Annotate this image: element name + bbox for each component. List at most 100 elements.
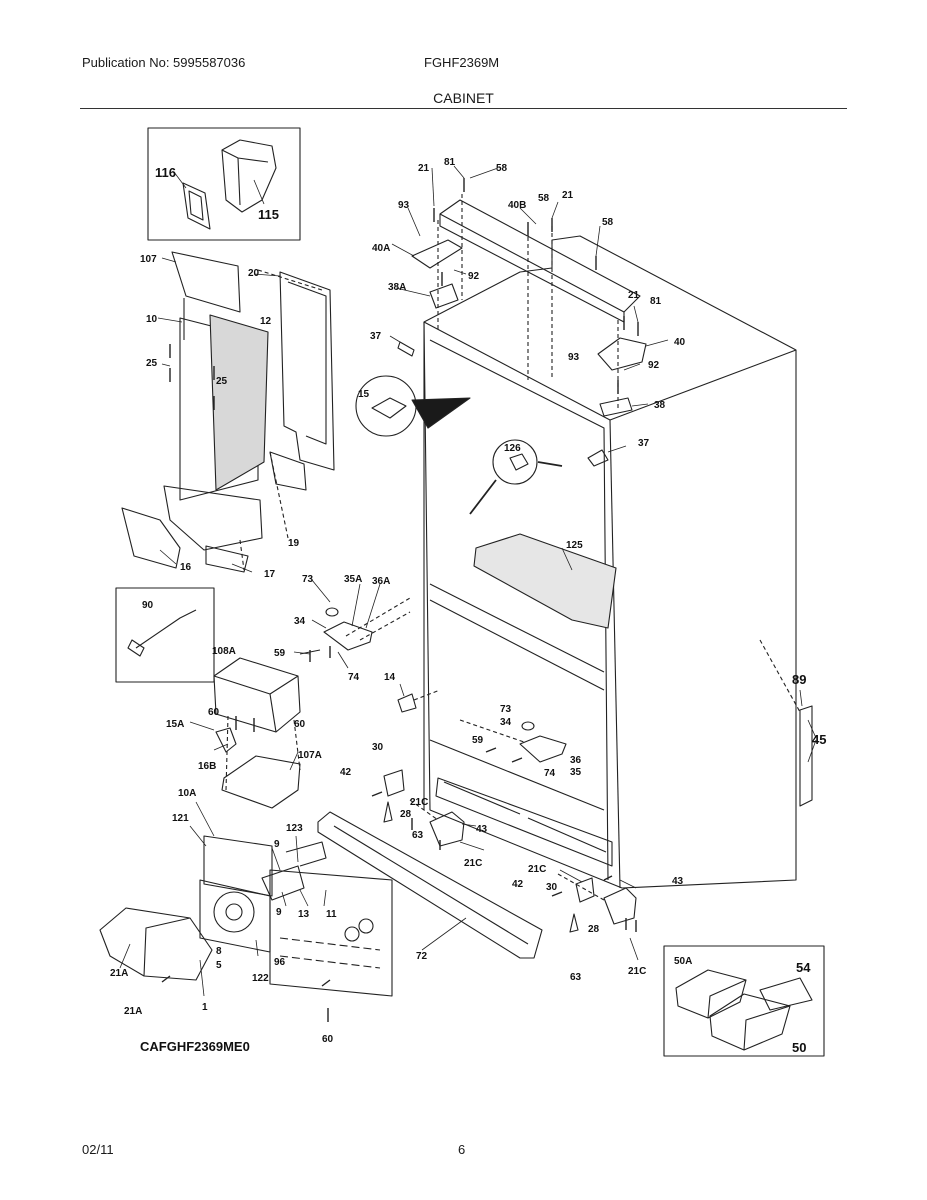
callout-34: 34 bbox=[294, 616, 306, 627]
callout-21a: 21A bbox=[110, 968, 128, 979]
callout-9: 9 bbox=[274, 839, 280, 850]
callout-21c: 21C bbox=[464, 858, 482, 869]
callout-54: 54 bbox=[796, 960, 811, 975]
callout-93: 93 bbox=[398, 200, 410, 211]
section-title: CABINET bbox=[433, 90, 494, 106]
callout-121: 121 bbox=[172, 813, 189, 824]
leader-lines bbox=[119, 165, 817, 997]
callout-92: 92 bbox=[648, 360, 660, 371]
callout-50: 50 bbox=[792, 1040, 806, 1055]
callout-43: 43 bbox=[672, 876, 684, 887]
callout-108a: 108A bbox=[212, 646, 236, 657]
callout-89: 89 bbox=[792, 672, 806, 687]
callout-63: 63 bbox=[570, 972, 582, 983]
callout-115: 115 bbox=[258, 207, 279, 222]
callout-21c: 21C bbox=[628, 966, 646, 977]
header-rule bbox=[80, 108, 847, 109]
callout-20: 20 bbox=[248, 268, 260, 279]
callout-59: 59 bbox=[472, 735, 484, 746]
inset-box-116-115 bbox=[147, 127, 301, 241]
callout-81: 81 bbox=[650, 296, 662, 307]
callout-59: 59 bbox=[274, 648, 286, 659]
callout-123: 123 bbox=[286, 823, 303, 834]
callout-21c: 21C bbox=[410, 797, 428, 808]
callout-30: 30 bbox=[372, 742, 384, 753]
callout-34: 34 bbox=[500, 717, 512, 728]
callout-12: 12 bbox=[260, 316, 272, 327]
callout-15: 15 bbox=[358, 389, 370, 400]
callout-96: 96 bbox=[274, 957, 286, 968]
callout-74: 74 bbox=[348, 672, 360, 683]
sensor-90-drawing bbox=[127, 609, 197, 657]
fan-assembly bbox=[99, 835, 393, 997]
callout-21c: 21C bbox=[528, 864, 546, 875]
ice-bin-50-drawing bbox=[675, 969, 813, 1051]
callout-73: 73 bbox=[500, 704, 512, 715]
callout-74: 74 bbox=[544, 768, 556, 779]
callout-60: 60 bbox=[208, 707, 220, 718]
callout-8: 8 bbox=[216, 946, 222, 957]
callout-labels: 116 115 107 20 10 12 25 25 19 16 17 90 1… bbox=[110, 157, 826, 1055]
callout-35: 35 bbox=[570, 767, 582, 778]
callout-93: 93 bbox=[568, 352, 580, 363]
callout-73: 73 bbox=[302, 574, 314, 585]
callout-36: 36 bbox=[570, 755, 582, 766]
inset-box-90 bbox=[115, 587, 215, 683]
refrigerator-cabinet bbox=[423, 235, 797, 889]
callout-11: 11 bbox=[326, 909, 337, 920]
bracket-43-right bbox=[603, 887, 637, 925]
callout-122: 122 bbox=[252, 973, 269, 984]
callout-107: 107 bbox=[140, 254, 157, 265]
bracket-30-right bbox=[575, 877, 595, 903]
diagram-code: CAFGHF2369ME0 bbox=[140, 1039, 250, 1054]
callout-40: 40 bbox=[674, 337, 686, 348]
lower-hinge-35a bbox=[299, 597, 411, 655]
callout-40a: 40A bbox=[372, 243, 390, 254]
callout-37: 37 bbox=[370, 331, 382, 342]
callout-circle-15 bbox=[355, 375, 417, 437]
publication-number: Publication No: 5995587036 bbox=[82, 55, 246, 70]
callout-45: 45 bbox=[812, 732, 826, 747]
callout-50a: 50A bbox=[674, 956, 692, 967]
callout-81: 81 bbox=[444, 157, 456, 168]
lower-hinge-35 bbox=[459, 719, 567, 763]
part-14 bbox=[397, 693, 417, 713]
callout-16: 16 bbox=[180, 562, 192, 573]
callout-16b: 16B bbox=[198, 761, 216, 772]
callout-43: 43 bbox=[476, 824, 488, 835]
model-number: FGHF2369M bbox=[424, 55, 500, 70]
callout-13: 13 bbox=[298, 909, 310, 920]
callout-21a: 21A bbox=[124, 1006, 142, 1017]
callout-92: 92 bbox=[468, 271, 480, 282]
callout-30: 30 bbox=[546, 882, 558, 893]
page-number: 6 bbox=[458, 1142, 466, 1157]
panel-89 bbox=[799, 705, 813, 807]
screws bbox=[161, 178, 639, 1022]
callout-21: 21 bbox=[628, 290, 640, 301]
callout-58: 58 bbox=[538, 193, 550, 204]
inset-box-50 bbox=[663, 945, 825, 1057]
callout-circle-126 bbox=[492, 439, 538, 485]
bracket-115-drawing bbox=[182, 139, 277, 230]
callout-58: 58 bbox=[496, 163, 508, 174]
callout-10: 10 bbox=[146, 314, 158, 325]
callout-21: 21 bbox=[562, 190, 574, 201]
callout-58: 58 bbox=[602, 217, 614, 228]
callout-28: 28 bbox=[400, 809, 412, 820]
callout-37: 37 bbox=[638, 438, 650, 449]
callout-25: 25 bbox=[146, 358, 158, 369]
grille-72 bbox=[317, 811, 543, 959]
callout-5: 5 bbox=[216, 960, 222, 971]
callout-60: 60 bbox=[322, 1034, 334, 1045]
callout-116: 116 bbox=[155, 165, 176, 180]
callout-36a: 36A bbox=[372, 576, 390, 587]
callout-35a: 35A bbox=[344, 574, 362, 585]
panel-assembly-10-20 bbox=[121, 251, 335, 573]
callout-9: 9 bbox=[276, 907, 282, 918]
callout-125: 125 bbox=[566, 540, 583, 551]
callout-38a: 38A bbox=[388, 282, 406, 293]
callout-1: 1 bbox=[202, 1002, 208, 1013]
callout-42: 42 bbox=[512, 879, 524, 890]
callout-72: 72 bbox=[416, 951, 428, 962]
